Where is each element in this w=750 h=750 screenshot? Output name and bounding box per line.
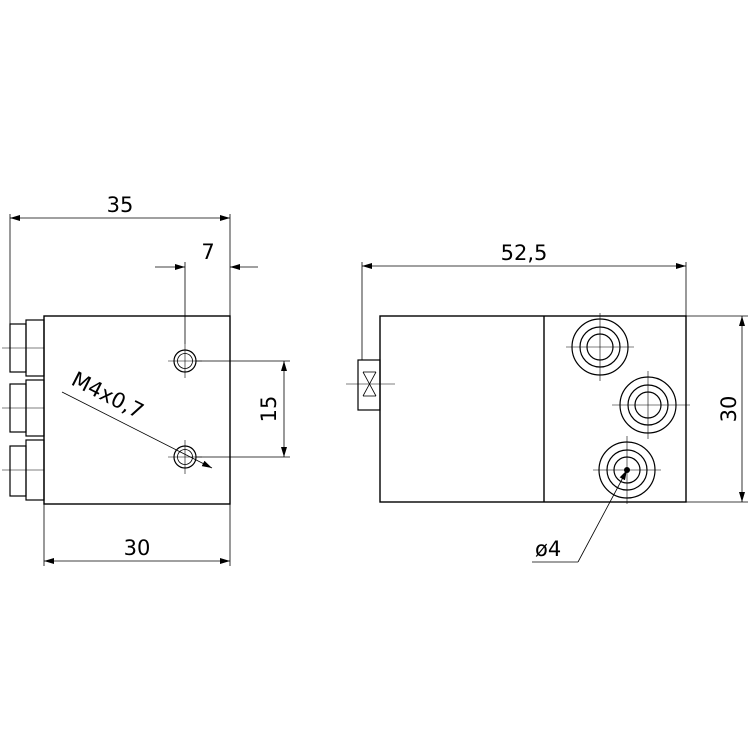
port-diameter-callout: ø4 <box>532 469 628 563</box>
dim-text-35: 35 <box>107 193 134 217</box>
dim-text-30-right: 30 <box>717 396 741 423</box>
right-fitting <box>346 359 395 411</box>
port-top <box>566 313 634 381</box>
mounting-hole-top <box>168 344 202 378</box>
dim-text-15: 15 <box>257 396 281 423</box>
dim-text-30-left: 30 <box>124 536 151 560</box>
dim-hole-offset: 7 <box>155 240 258 344</box>
dim-height: 30 <box>686 315 748 503</box>
fitting-top <box>2 319 45 377</box>
dim-hole-spacing: 15 <box>196 360 290 458</box>
right-view: 52,5 30 ø4 <box>346 241 748 563</box>
fitting-bottom <box>2 439 45 501</box>
port-middle <box>612 371 690 439</box>
thread-callout: M4x0,7 <box>61 367 213 469</box>
dim-text-7: 7 <box>201 240 214 264</box>
fitting-middle <box>2 379 45 437</box>
port-bottom <box>593 436 661 504</box>
dim-text-diameter: ø4 <box>535 537 561 561</box>
left-view: 35 7 15 30 M4x0,7 <box>2 193 290 566</box>
dim-overall-length: 52,5 <box>361 241 687 360</box>
dim-overall-width: 35 <box>9 193 231 324</box>
dim-text-52-5: 52,5 <box>501 241 548 265</box>
left-fittings <box>2 319 45 501</box>
right-body <box>379 315 687 503</box>
dim-body-width: 30 <box>43 504 231 566</box>
